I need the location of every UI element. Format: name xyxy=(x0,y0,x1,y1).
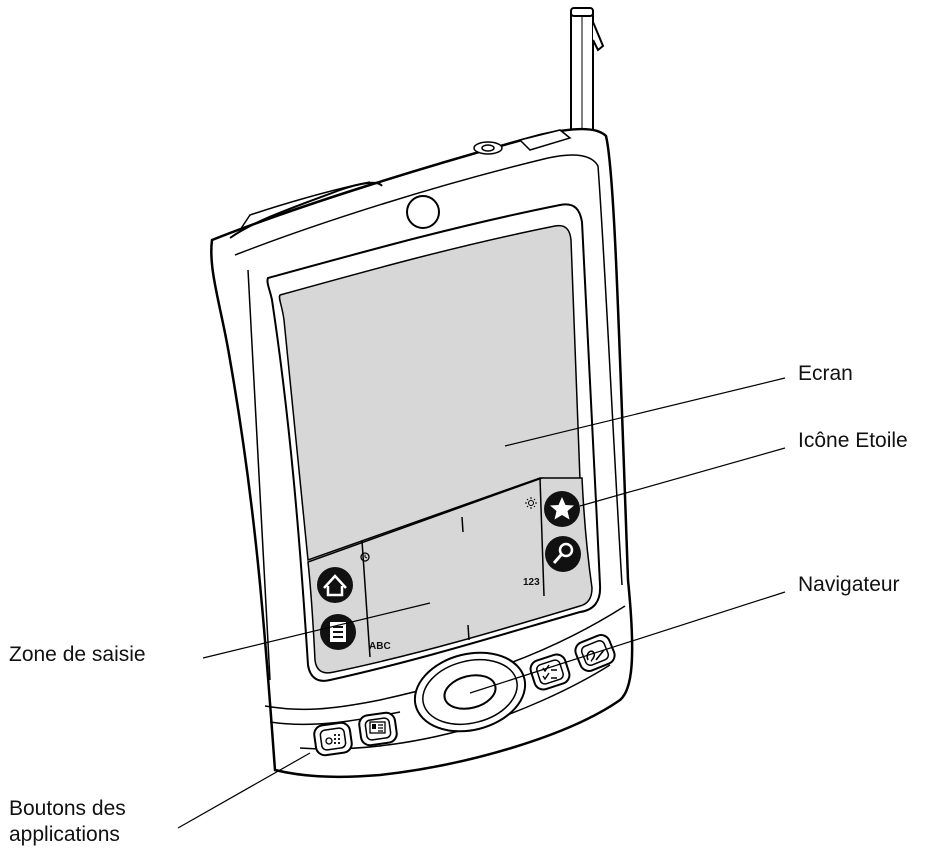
leader-screen xyxy=(504,377,786,447)
callout-app-buttons-line2: applications xyxy=(9,823,120,846)
contacts-button-icon xyxy=(369,721,386,734)
clock-icon xyxy=(360,552,370,562)
leader-app-buttons xyxy=(177,752,311,829)
callout-input-area: Zone de saisie xyxy=(9,643,146,666)
home-icon[interactable] xyxy=(317,567,353,603)
brightness-icon xyxy=(525,497,537,509)
callout-star-icon: Icône Etoile xyxy=(798,429,908,452)
letters-label: ABC xyxy=(369,641,391,652)
tasks-button-icon xyxy=(542,664,557,681)
indicator-light xyxy=(406,195,440,229)
calendar-button-icon xyxy=(325,734,340,745)
tasks-button[interactable] xyxy=(528,652,572,692)
stylus xyxy=(570,7,605,131)
screen xyxy=(278,224,581,562)
callout-app-buttons-line1: Boutons des xyxy=(9,797,126,820)
leader-star xyxy=(579,447,786,507)
input-area xyxy=(307,477,593,674)
calendar-button[interactable] xyxy=(313,721,353,757)
callout-screen: Ecran xyxy=(798,362,853,385)
star-icon[interactable] xyxy=(544,491,580,527)
numbers-label: 123 xyxy=(523,577,540,588)
leader-navigator xyxy=(469,591,786,694)
menu-icon[interactable] xyxy=(320,614,356,650)
navigator[interactable] xyxy=(406,642,533,743)
find-icon[interactable] xyxy=(545,536,581,572)
contacts-button[interactable] xyxy=(358,711,398,747)
leader-input-area xyxy=(202,602,431,659)
callout-navigator: Navigateur xyxy=(798,573,900,596)
